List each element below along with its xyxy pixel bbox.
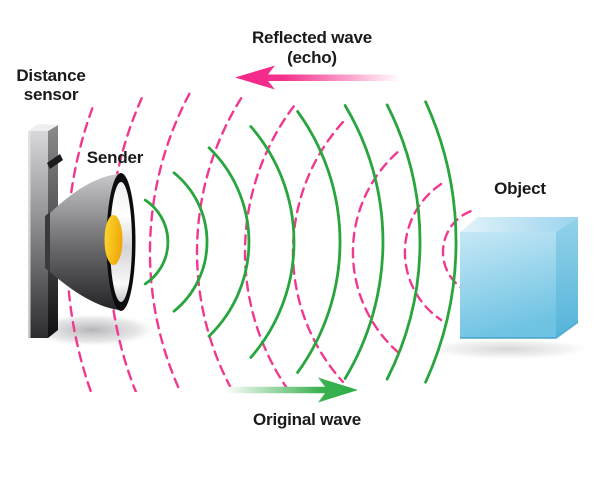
- reflected-arc: [148, 92, 191, 392]
- original-arc: [343, 104, 385, 380]
- original-arc: [143, 198, 170, 286]
- speaker-membrane: [104, 215, 123, 265]
- speaker-horn-body: [50, 174, 119, 310]
- distance-sensor-pole: [28, 124, 63, 338]
- reflected-arc: [243, 105, 295, 392]
- reflected-wave-label: Reflected wave (echo): [220, 28, 404, 68]
- object-shadow: [422, 338, 594, 360]
- original-arc: [296, 110, 342, 374]
- original-wave-arcs: [124, 100, 458, 384]
- original-arc: [385, 103, 422, 381]
- reflected-arc: [291, 121, 344, 383]
- reflected-wave-label-line1: Reflected wave: [251, 28, 373, 47]
- cube-right-face: [556, 217, 578, 338]
- reflected-arc: [351, 151, 399, 353]
- sender-label: Sender: [86, 148, 144, 167]
- distance-sensor-label-line2: sensor: [23, 85, 79, 104]
- sensor-slot: [47, 154, 63, 169]
- distance-sensor-label: Distance sensor: [0, 66, 106, 104]
- original-wave-label: Original wave: [253, 410, 361, 429]
- cube-top-face: [460, 217, 578, 232]
- reflected-wave-label-line2: (echo): [287, 48, 337, 67]
- object-cube: [460, 217, 579, 339]
- object-label: Object: [494, 179, 546, 198]
- original-arc: [207, 146, 251, 338]
- original-arc: [172, 171, 209, 313]
- reflected-arc: [441, 210, 472, 294]
- reflected-arc: [403, 182, 443, 322]
- original-arc: [249, 125, 296, 359]
- reflected-wave-arrow: [235, 65, 398, 90]
- original-wave-arrow: [224, 377, 358, 403]
- reflected-arc: [195, 97, 243, 392]
- sender-speaker: [45, 173, 136, 311]
- original-arc: [424, 100, 458, 384]
- distance-sensor-label-line1: Distance: [16, 66, 86, 85]
- cube-front-face: [460, 232, 556, 338]
